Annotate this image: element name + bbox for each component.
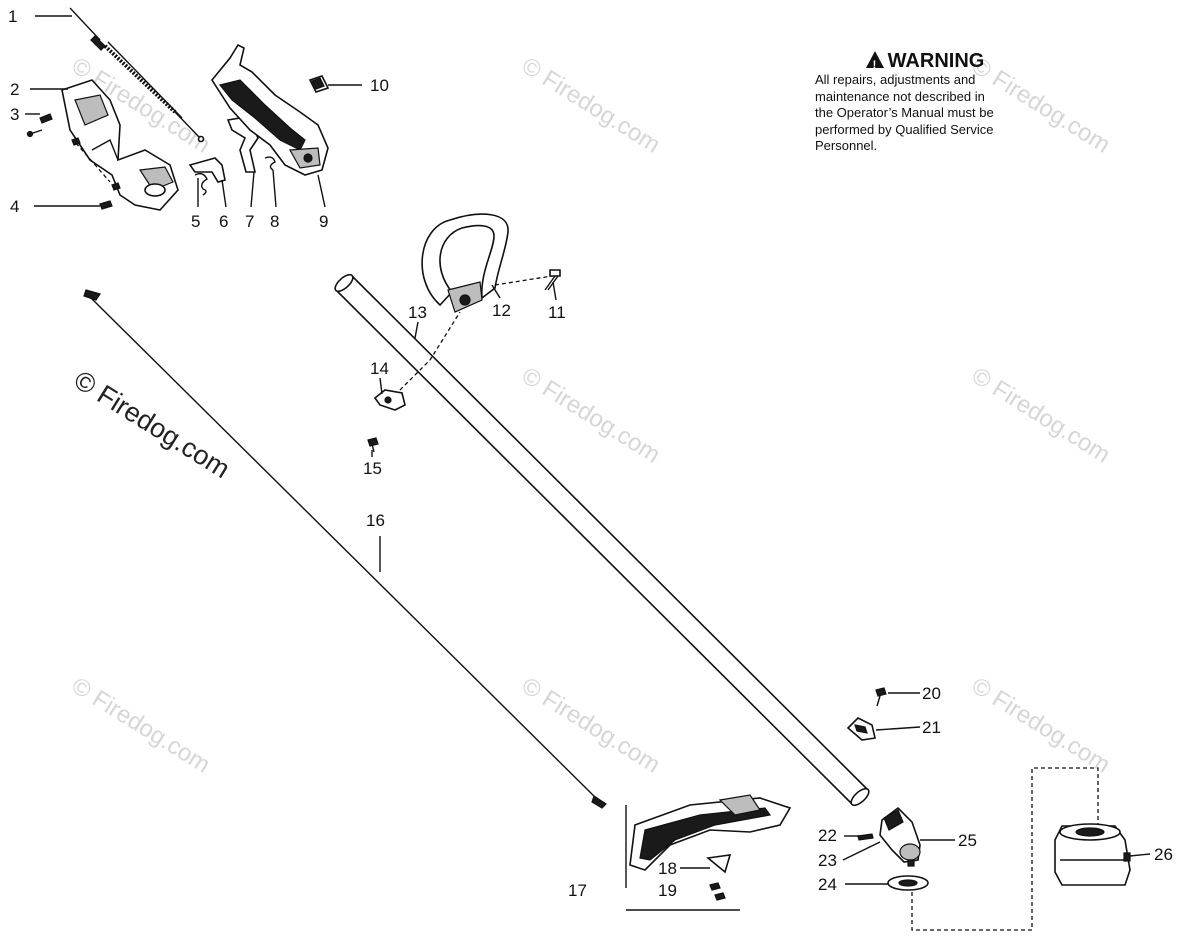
warning-title: WARNING bbox=[795, 50, 1055, 76]
warning-line: the Operator’s Manual must be bbox=[815, 105, 994, 120]
clamp-14 bbox=[367, 311, 461, 453]
part-number: 19 bbox=[658, 881, 677, 900]
watermark: © Firedog.com bbox=[517, 52, 665, 158]
part-number: 21 bbox=[922, 718, 941, 737]
loop-handle bbox=[421, 213, 553, 313]
screws-3-4 bbox=[26, 113, 121, 210]
throttle-cable bbox=[69, 7, 205, 143]
warning-triangle-icon bbox=[865, 51, 884, 76]
part-number: 16 bbox=[366, 511, 385, 530]
gear-head bbox=[857, 806, 929, 891]
shroud-housing bbox=[61, 79, 179, 211]
part-number: 6 bbox=[219, 212, 228, 231]
warning-body: All repairs, adjustments and maintenance… bbox=[815, 72, 1055, 155]
part-number: 22 bbox=[818, 826, 837, 845]
grass-shield bbox=[625, 794, 792, 911]
part-number: 5 bbox=[191, 212, 200, 231]
part-number: 26 bbox=[1154, 845, 1173, 864]
part-number: 9 bbox=[319, 212, 328, 231]
part-number: 8 bbox=[270, 212, 279, 231]
watermark-layer: © Firedog.com © Firedog.com © Firedog.co… bbox=[67, 52, 1115, 778]
warning-notice: WARNING All repairs, adjustments and mai… bbox=[815, 50, 1055, 155]
drive-tube bbox=[334, 273, 870, 807]
part-number: 17 bbox=[568, 881, 587, 900]
part-number: 11 bbox=[548, 303, 566, 322]
part-number: 7 bbox=[245, 212, 254, 231]
leader-lines bbox=[25, 15, 1151, 885]
part-number: 13 bbox=[408, 303, 427, 322]
part-number: 18 bbox=[658, 859, 677, 878]
part-number: 2 bbox=[10, 80, 19, 99]
watermark: © Firedog.com bbox=[517, 672, 665, 778]
warning-line: Personnel. bbox=[815, 138, 878, 153]
part-number: 15 bbox=[363, 459, 382, 478]
part-number: 12 bbox=[492, 301, 511, 320]
part-number: 14 bbox=[370, 359, 389, 378]
warning-title-text: WARNING bbox=[887, 50, 985, 72]
part-number: 10 bbox=[370, 76, 389, 95]
handle-9 bbox=[211, 43, 330, 176]
watermark-main: © Firedog.com bbox=[69, 365, 235, 484]
warning-line: performed by Qualified Service bbox=[815, 121, 994, 137]
watermark: © Firedog.com bbox=[967, 672, 1115, 778]
part-number: 25 bbox=[958, 831, 977, 850]
part-number: 4 bbox=[10, 197, 19, 216]
drive-shaft bbox=[83, 289, 607, 809]
bolt-11 bbox=[544, 269, 561, 291]
bracket-21 bbox=[846, 717, 876, 741]
trimmer-head bbox=[911, 767, 1131, 931]
watermark: © Firedog.com bbox=[67, 672, 215, 778]
part-number: 3 bbox=[10, 105, 19, 124]
warning-line: maintenance not described in bbox=[815, 88, 985, 104]
part-number: 23 bbox=[818, 851, 837, 870]
watermark: © Firedog.com bbox=[967, 362, 1115, 468]
part-number: 20 bbox=[922, 684, 941, 703]
screw-20 bbox=[875, 687, 887, 707]
part-number: 1 bbox=[8, 7, 17, 26]
watermark: © Firedog.com bbox=[517, 362, 665, 468]
shield-bracket bbox=[706, 854, 732, 901]
warning-line: All repairs, adjustments and bbox=[815, 72, 976, 87]
part-number: 24 bbox=[818, 875, 837, 894]
part-labels: 1 2 3 4 5 6 7 8 9 10 11 12 13 14 15 16 1… bbox=[8, 7, 1173, 900]
